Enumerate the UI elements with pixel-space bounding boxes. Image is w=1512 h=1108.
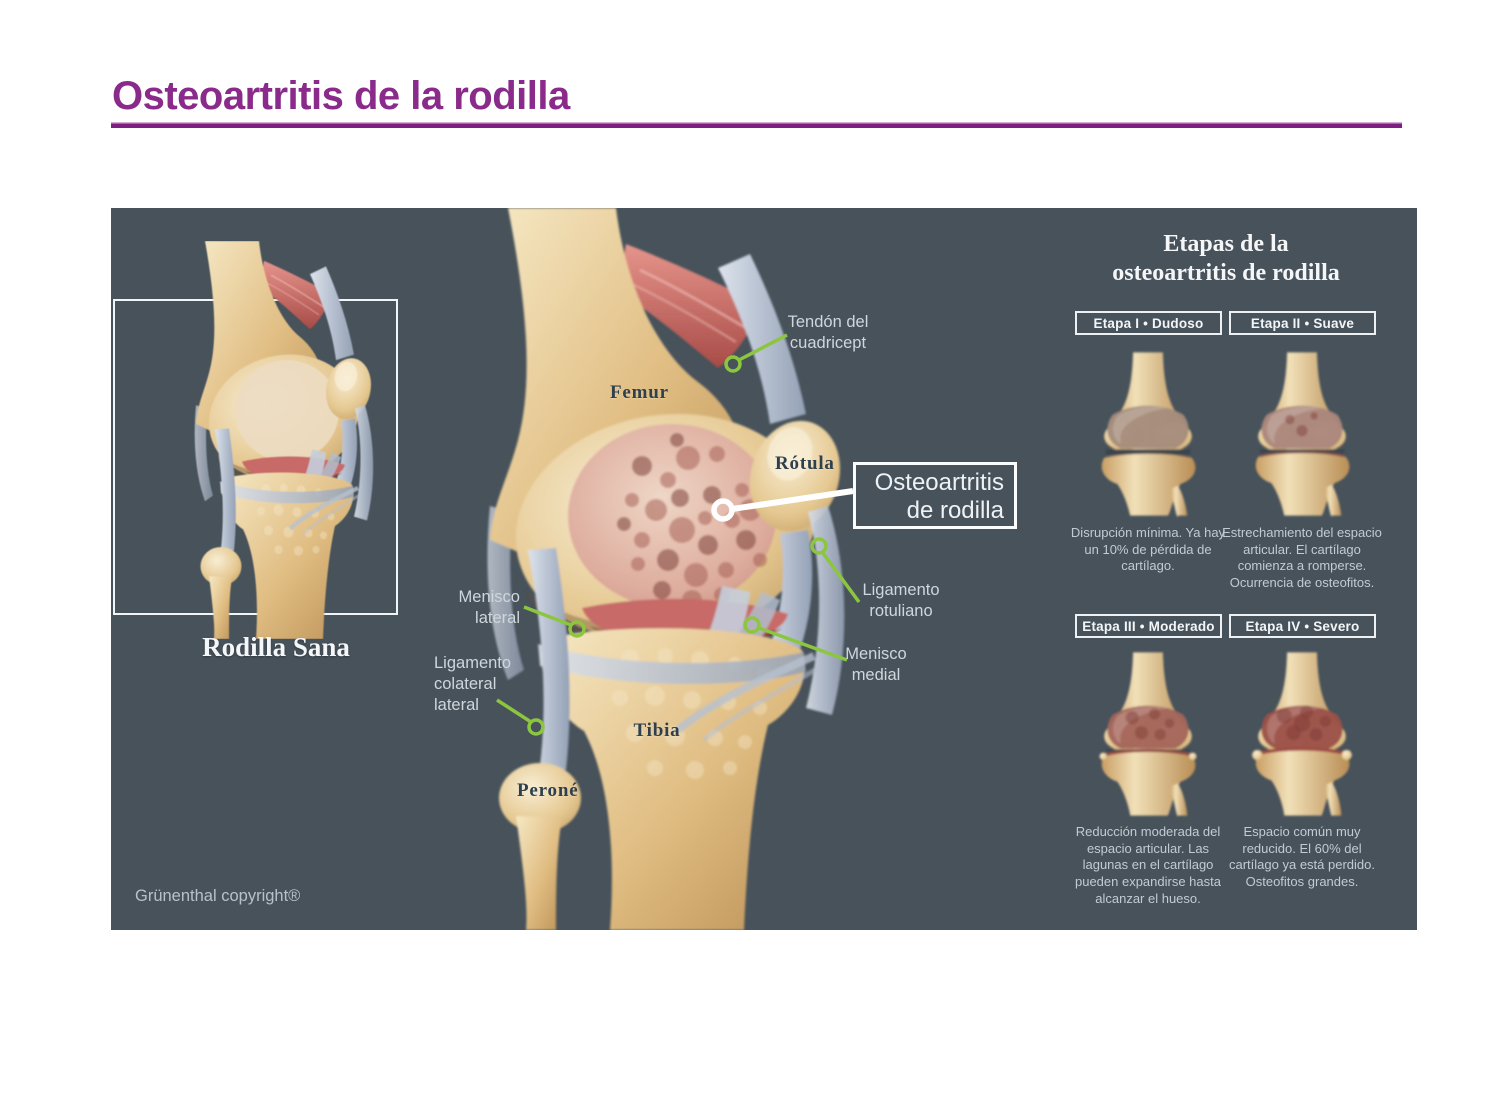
perone-label: Peroné (517, 780, 579, 801)
menisco-medial-label: Menisco medial (845, 645, 907, 684)
osteoartritis-callout-box: Osteoartritis de rodilla (853, 462, 1017, 529)
menisco-lateral-label: Menisco lateral (458, 588, 520, 627)
tibia-label: Tibia (633, 720, 681, 741)
ligamento-colateral-label: Ligamento colateral lateral (434, 654, 512, 714)
copyright-text: Grünenthal copyright® (135, 887, 301, 905)
femur-label: Femur (610, 382, 669, 403)
stage-2-label-box: Etapa II • Suave (1229, 311, 1376, 335)
stage-3-label-box: Etapa III • Moderado (1075, 614, 1222, 638)
healthy-knee-caption: Rodilla Sana (202, 632, 350, 662)
main-knee-illustration (430, 208, 880, 930)
infographic-panel: Rodilla Sana Tendón (111, 208, 1417, 930)
healthy-knee-illustration (166, 241, 391, 639)
stage-1-knee-illustration (1078, 348, 1218, 520)
stage-3-description: Reducción moderada del espacio articular… (1074, 824, 1221, 906)
stage-1-description: Disrupción mínima. Ya hay un 10% de pérd… (1070, 525, 1226, 574)
tendon-cuadricept-label: Tendón del cuadricept (787, 313, 869, 352)
page-title: Osteoartritis de la rodilla (112, 74, 570, 118)
rotula-label: Rótula (775, 453, 835, 474)
stages-heading: Etapas de la osteoartritis de rodilla (1112, 231, 1340, 286)
stage-4-label-box: Etapa IV • Severo (1229, 614, 1376, 638)
stage-4-knee-illustration (1232, 648, 1372, 820)
stage-3-knee-illustration (1078, 648, 1218, 820)
stage-2-description: Estrechamiento del espacio articular. El… (1222, 525, 1382, 590)
stage-4-description: Espacio común muy reducido. El 60% del c… (1229, 824, 1375, 889)
stage-1-label-box: Etapa I • Dudoso (1075, 311, 1222, 335)
stage-2-knee-illustration (1232, 348, 1372, 520)
title-underline (111, 122, 1402, 128)
ligamento-rotuliano-label: Ligamento rotuliano (862, 581, 940, 620)
